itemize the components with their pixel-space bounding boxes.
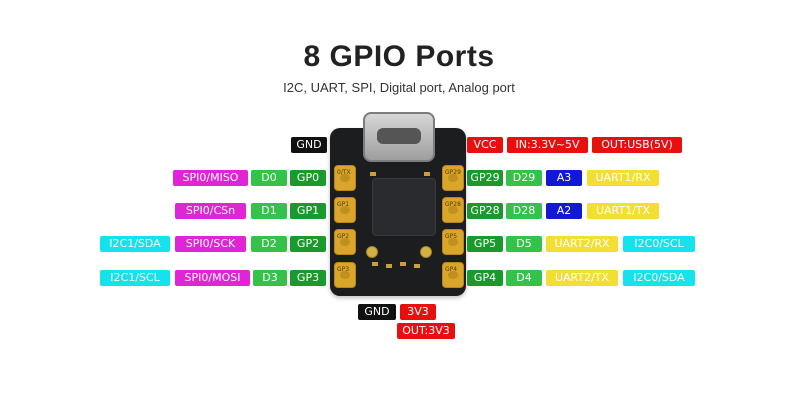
digital-label: D0 <box>251 170 287 186</box>
gpio-label: GP29 <box>467 170 503 186</box>
smd-component <box>414 264 420 268</box>
reset-button <box>420 246 432 258</box>
vcc-label: VCC <box>467 137 503 153</box>
mcu-chip <box>372 178 436 236</box>
pad-left-2: GP2 <box>334 229 356 255</box>
usb-c-connector <box>363 112 435 162</box>
gpio-label: GP1 <box>290 203 326 219</box>
vin-label: IN:3.3V~5V <box>507 137 588 153</box>
analog-label: A2 <box>546 203 582 219</box>
gpio-label: GP4 <box>467 270 503 286</box>
smd-component <box>386 264 392 268</box>
pad-left-1: GP1 <box>334 197 356 223</box>
gnd-label-top: GND <box>291 137 327 153</box>
digital-label: D5 <box>506 236 542 252</box>
uart-label: UART1/TX <box>587 203 659 219</box>
smd-component <box>424 172 430 176</box>
i2c-label: I2C1/SDA <box>100 236 170 252</box>
i2c-label: I2C1/SCL <box>100 270 170 286</box>
diagram-subtitle: I2C, UART, SPI, Digital port, Analog por… <box>283 80 515 95</box>
out-3v3-label: OUT:3V3 <box>397 323 455 339</box>
gpio-label: GP3 <box>290 270 326 286</box>
gpio-label: GP2 <box>290 236 326 252</box>
smd-component <box>370 172 376 176</box>
smd-component <box>372 262 378 266</box>
pad-right-3: GP4 <box>442 262 464 288</box>
diagram-title: 8 GPIO Ports <box>303 40 495 73</box>
digital-label: D4 <box>506 270 542 286</box>
gnd-label-bottom: GND <box>358 304 396 320</box>
spi-label: SPI0/CSn <box>175 203 246 219</box>
digital-label: D1 <box>251 203 287 219</box>
3v3-label: 3V3 <box>400 304 436 320</box>
pad-left-0: 0/TX <box>334 165 356 191</box>
digital-label: D28 <box>506 203 542 219</box>
pad-right-0: GP29 <box>442 165 464 191</box>
vout-usb-label: OUT:USB(5V) <box>592 137 682 153</box>
smd-component <box>400 262 406 266</box>
boot-button <box>366 246 378 258</box>
gpio-label: GP5 <box>467 236 503 252</box>
spi-label: SPI0/SCK <box>175 236 246 252</box>
uart-label: UART2/TX <box>546 270 618 286</box>
gpio-label: GP28 <box>467 203 503 219</box>
i2c-label: I2C0/SDA <box>623 270 695 286</box>
uart-label: UART2/RX <box>546 236 618 252</box>
digital-label: D29 <box>506 170 542 186</box>
pad-left-3: GP3 <box>334 262 356 288</box>
spi-label: SPI0/MOSI <box>175 270 250 286</box>
i2c-label: I2C0/SCL <box>623 236 695 252</box>
digital-label: D2 <box>251 236 287 252</box>
pad-right-1: GP28 <box>442 197 464 223</box>
gpio-label: GP0 <box>290 170 326 186</box>
analog-label: A3 <box>546 170 582 186</box>
uart-label: UART1/RX <box>587 170 659 186</box>
digital-label: D3 <box>253 270 287 286</box>
spi-label: SPI0/MISO <box>173 170 248 186</box>
pad-right-2: GP5 <box>442 229 464 255</box>
